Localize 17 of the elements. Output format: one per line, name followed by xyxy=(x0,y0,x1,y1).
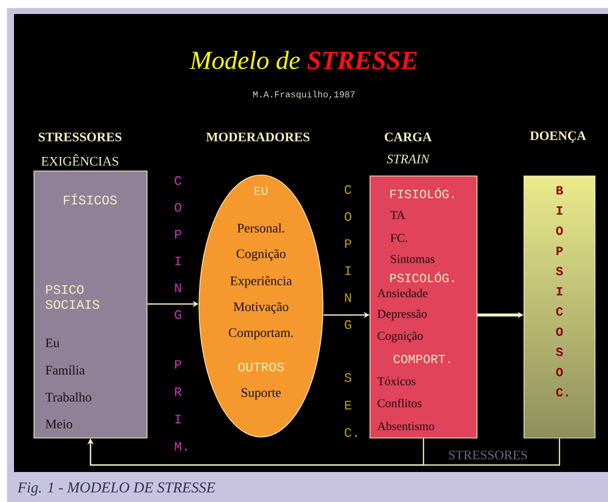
column-heading: DOENÇA xyxy=(530,131,586,143)
arrow xyxy=(87,438,560,466)
author-credit: M.A.Frasquilho,1987 xyxy=(253,90,355,100)
column-heading: STRESSORES xyxy=(38,132,122,142)
vertical-label: COPING xyxy=(344,185,352,330)
edge-label: STRESSORES xyxy=(447,450,529,460)
process-box: FÍSICOS PSICO SOCIAIS Eu Família Trabalho Meio xyxy=(34,170,148,438)
caption: Fig. 1 - MODELO DE STRESSE xyxy=(17,482,216,496)
title: Modelo de STRESSE xyxy=(190,50,417,70)
column-subheading: STRAIN xyxy=(386,154,430,164)
process-box: BIOPSICOSOC. xyxy=(524,176,596,438)
vertical-label: PRIM. xyxy=(174,360,187,451)
process-box: FISIOLÓG. TA FC. Sintomas PSICOLÓG. Ansiedade Depressão Cognição COMPORT. Tóxicos Conflitos Absentismo xyxy=(370,176,478,438)
vertical-label: SEC. xyxy=(344,373,357,438)
column-heading: MODERADORES xyxy=(206,132,310,142)
column-heading: CARGA xyxy=(384,132,432,142)
vertical-label: COPING xyxy=(174,176,182,320)
